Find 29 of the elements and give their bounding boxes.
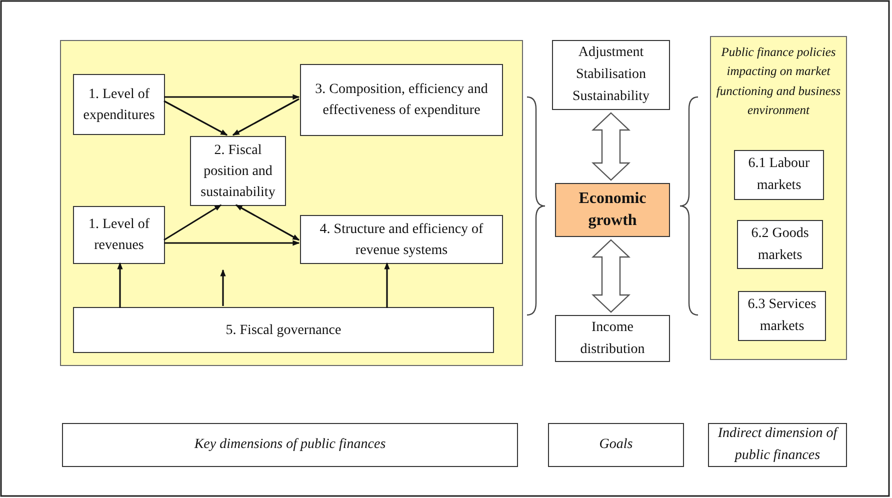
arrow <box>164 94 300 100</box>
arrow <box>232 98 300 136</box>
text-box: 6.3 Services markets <box>738 291 826 341</box>
arrow <box>164 204 222 241</box>
arrow <box>384 262 390 308</box>
block-arrow <box>592 239 630 313</box>
panel-heading: Public finance policies impacting on market functioning and business environment <box>715 44 842 120</box>
panel-background <box>60 40 523 366</box>
block-arrow <box>592 112 630 181</box>
text-box: 5. Fiscal governance <box>73 307 494 353</box>
arrow <box>164 240 300 246</box>
text-box: 1. Level of expenditures <box>73 74 165 135</box>
text-box: 6.1 Labour markets <box>734 150 824 200</box>
caption-box: Goals <box>548 423 684 467</box>
text-box: 6.2 Goods markets <box>737 220 823 269</box>
arrow <box>235 204 300 241</box>
arrow <box>117 262 123 308</box>
text-box: 2. Fiscal position and sustainability <box>190 136 286 206</box>
caption-box: Indirect dimension of public finances <box>708 423 847 467</box>
arrow <box>164 100 228 136</box>
goal-box: Economic growth <box>555 183 670 237</box>
text-box: Income distribution <box>555 315 670 362</box>
text-box: 4. Structure and efficiency of revenue systems <box>300 215 503 264</box>
caption-box: Key dimensions of public finances <box>62 423 518 467</box>
panel-background <box>710 36 847 360</box>
text-box: Adjustment Stabilisation Sustainability <box>552 40 670 110</box>
text-box: 3. Composition, efficiency and effectiveness of expenditure <box>300 64 503 136</box>
arrow <box>220 269 226 306</box>
text-box: 1. Level of revenues <box>73 206 165 264</box>
